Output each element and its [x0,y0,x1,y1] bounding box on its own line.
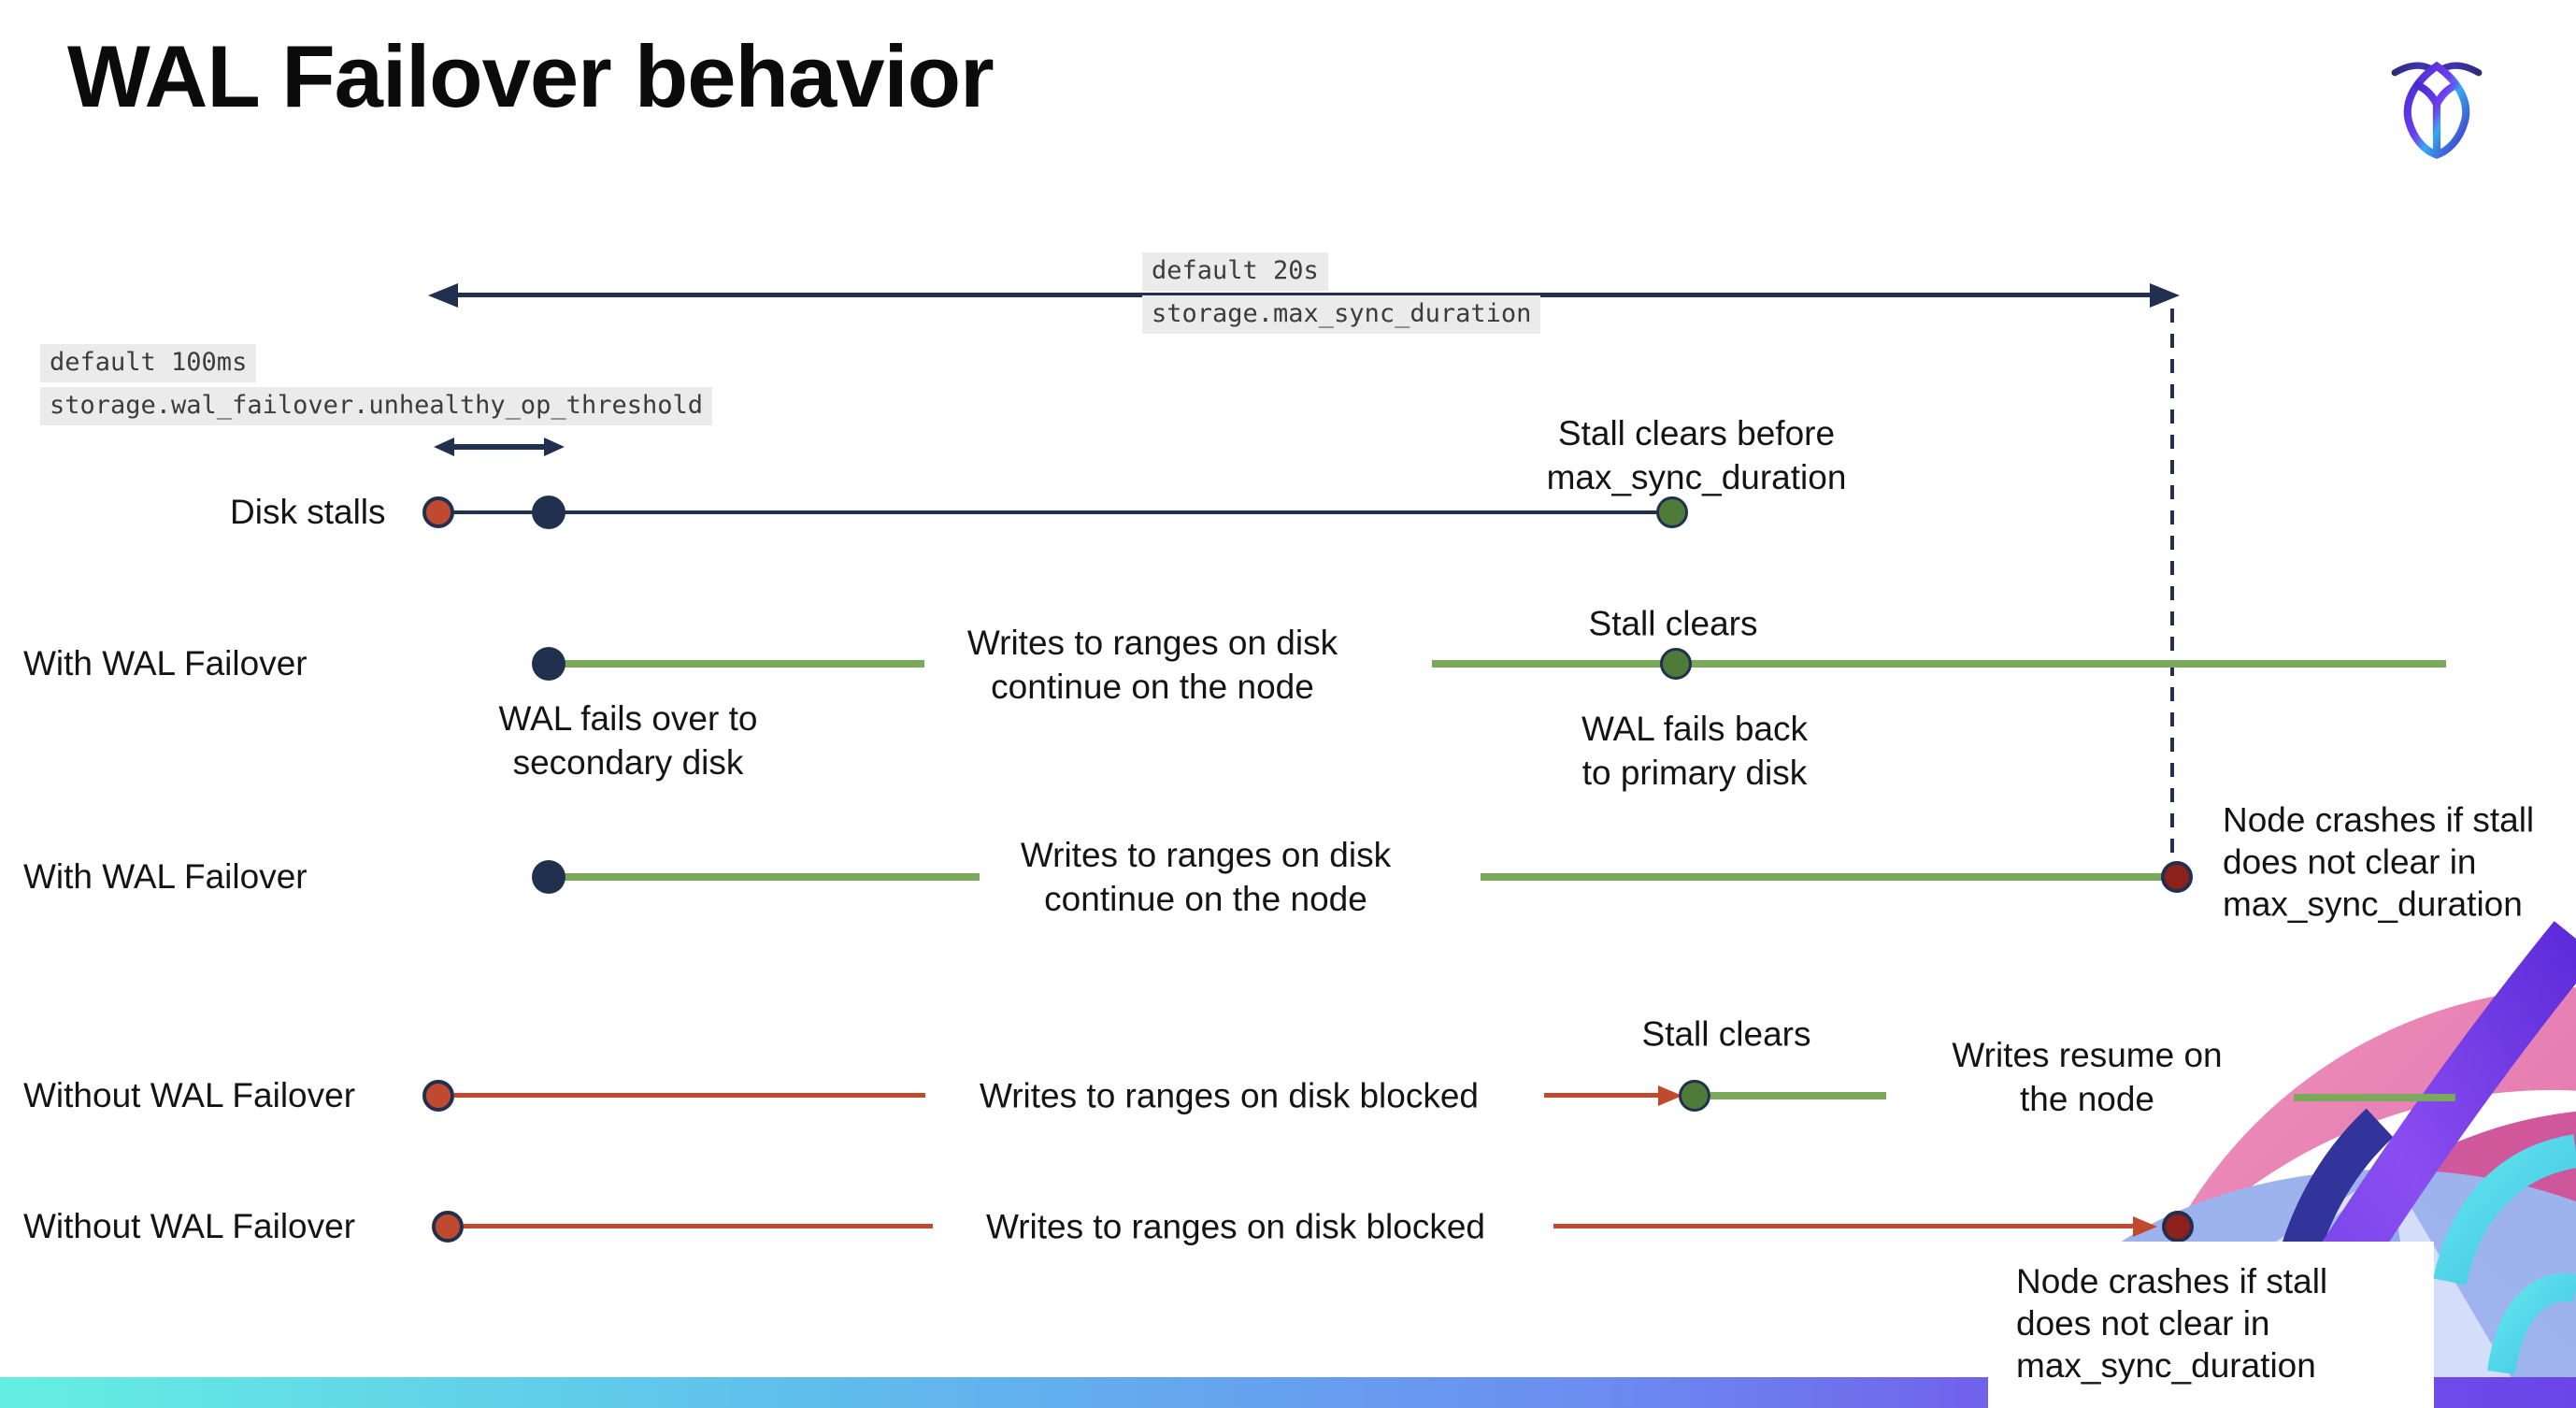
row-label-with-wal-failover-1: With WAL Failover [23,644,308,682]
threshold-arrow-line [452,444,546,450]
row4-red-arrowhead [1658,1085,1682,1106]
row4-blocked-segment-b [1544,1093,1660,1098]
row3-node-crashes-label: Node crashes if stall does not clear in … [2223,800,2535,924]
row5-node-crashes-label: Node crashes if stall does not clear in … [2016,1262,2328,1385]
page-title: WAL Failover behavior [67,27,995,125]
threshold-default-label: default 100ms [40,344,257,382]
row2-fails-over-label: WAL fails over to secondary disk [498,699,758,782]
row4-resume-segment-a [1710,1092,1886,1099]
threshold-arrow-left-head [434,438,454,456]
row3-writes-continue-label: Writes to ranges on disk continue on the… [1020,836,1392,918]
row2-writes-continue-label: Writes to ranges on disk continue on the… [966,624,1338,706]
row4-stall-clears-label: Stall clears [1641,1014,1811,1054]
row3-crash-dot [2161,861,2193,893]
row-label-without-wal-failover-2: Without WAL Failover [23,1207,356,1245]
row4-stall-start-dot [422,1080,454,1112]
row5-node-crashes-box: Node crashes if stall does not clear in … [1988,1242,2434,1408]
row1-stall-clears-label: Stall clears before max_sync_duration [1546,414,1847,496]
row1-stall-clears-dot [1656,496,1688,528]
row3-failover-dot [532,860,565,894]
max-sync-arrow-line [454,293,2152,297]
row5-red-arrowhead [2133,1216,2157,1237]
row4-writes-resume-label: Writes resume on the node [1952,1036,2223,1118]
row4-writes-blocked-label: Writes to ranges on disk blocked [979,1076,1480,1115]
row2-stall-clears-dot [1660,648,1692,680]
row-label-without-wal-failover-1: Without WAL Failover [23,1076,356,1114]
row-label-with-wal-failover-2: With WAL Failover [23,857,308,896]
row4-resume-segment-b [2294,1094,2455,1101]
row2-stall-clears-label: Stall clears [1588,604,1758,643]
row5-blocked-segment-a [464,1224,933,1228]
max-sync-default-label: default 20s [1142,252,1328,291]
cockroachdb-logo-icon [2391,61,2483,159]
threshold-setting-label: storage.wal_failover.unhealthy_op_thresh… [40,387,712,425]
row-label-disk-stalls: Disk stalls [230,493,386,531]
max-sync-arrow-left-head [428,283,458,308]
row1-stall-start-dot [422,496,454,528]
row2-green-segment-b [1432,660,2446,668]
row4-stall-clears-dot [1679,1080,1710,1112]
row5-crash-dot [2162,1211,2194,1243]
row2-fails-back-label: WAL fails back to primary disk [1581,710,1808,792]
threshold-config-label: default 100ms storage.wal_failover.unhea… [40,344,712,430]
row1-threshold-dot [532,496,565,529]
max-sync-config-label: default 20s storage.max_sync_duration [1142,252,1541,338]
max-sync-deadline-dashed-line [2170,309,2174,858]
row3-green-segment-a [563,873,980,881]
row2-green-segment-a [563,660,924,668]
row5-blocked-segment-b [1553,1224,2135,1228]
row4-blocked-segment-a [454,1093,925,1098]
row5-writes-blocked-label: Writes to ranges on disk blocked [985,1207,1486,1246]
max-sync-arrow-right-head [2150,283,2180,308]
row5-stall-start-dot [432,1211,464,1243]
threshold-arrow-right-head [544,438,565,456]
max-sync-setting-label: storage.max_sync_duration [1142,295,1541,334]
row3-green-segment-b [1481,873,2165,881]
row2-failover-dot [532,647,565,681]
row1-timeline [438,510,1672,514]
